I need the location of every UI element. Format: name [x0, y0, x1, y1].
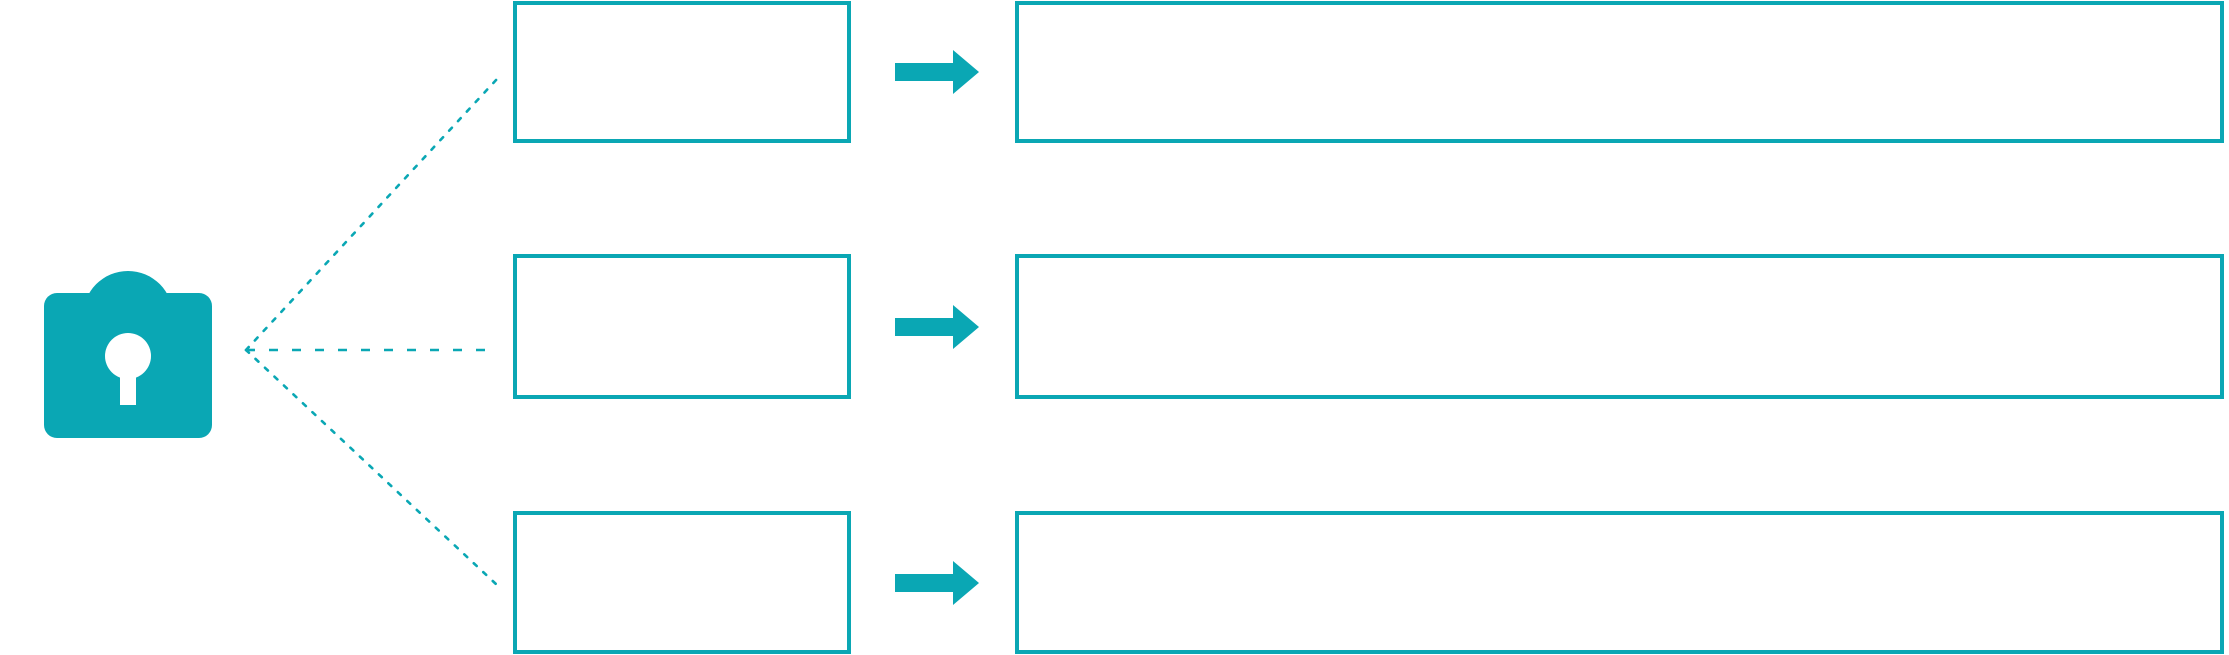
right-box-1[interactable]: [1015, 1, 2224, 143]
diagram-row: [0, 511, 2229, 654]
right-box-3[interactable]: [1015, 511, 2224, 654]
right-box-2[interactable]: [1015, 254, 2224, 399]
diagram-row: [0, 254, 2229, 399]
arrow-right-icon: [895, 50, 979, 94]
lock-icon: [40, 216, 216, 442]
left-box-3[interactable]: [513, 511, 851, 654]
arrow-right-icon: [895, 304, 979, 349]
left-box-1[interactable]: [513, 1, 851, 143]
left-box-2[interactable]: [513, 254, 851, 399]
arrow-right-icon: [895, 560, 979, 605]
diagram-row: [0, 1, 2229, 143]
